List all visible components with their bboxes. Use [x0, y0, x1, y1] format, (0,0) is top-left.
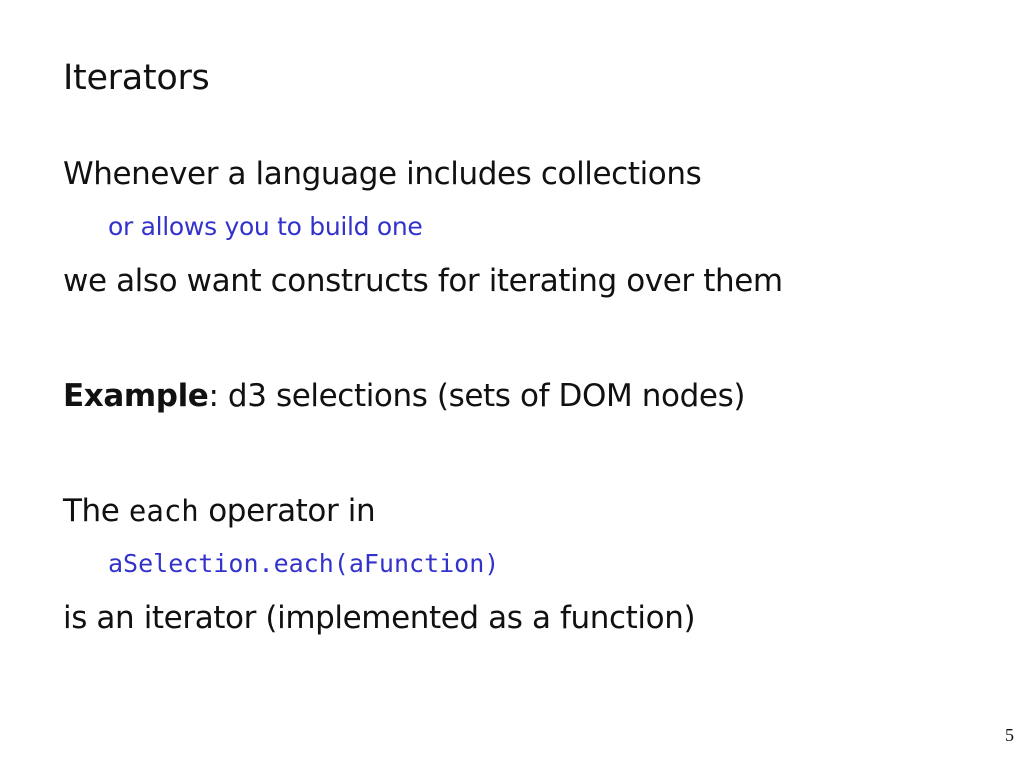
page-number: 5 [1005, 725, 1014, 745]
bullet-iterator-function: is an iterator (implemented as a functio… [63, 600, 696, 636]
example-text: : d3 selections (sets of DOM nodes) [208, 378, 746, 414]
bullet-iterating-constructs: we also want constructs for iterating ov… [63, 263, 783, 299]
bullet-example: Example: d3 selections (sets of DOM node… [63, 377, 745, 415]
bullet-each-operator: The each operator in [63, 492, 376, 530]
code-example-each: aSelection.each(aFunction) [108, 549, 500, 578]
each-operator-prefix: The [63, 493, 129, 529]
bullet-collections: Whenever a language includes collections [63, 156, 702, 192]
example-label: Example [63, 378, 209, 414]
each-operator-suffix: operator in [198, 493, 376, 529]
slide-title: Iterators [63, 58, 210, 98]
sub-bullet-build-one: or allows you to build one [108, 212, 423, 241]
each-code: each [128, 494, 199, 528]
